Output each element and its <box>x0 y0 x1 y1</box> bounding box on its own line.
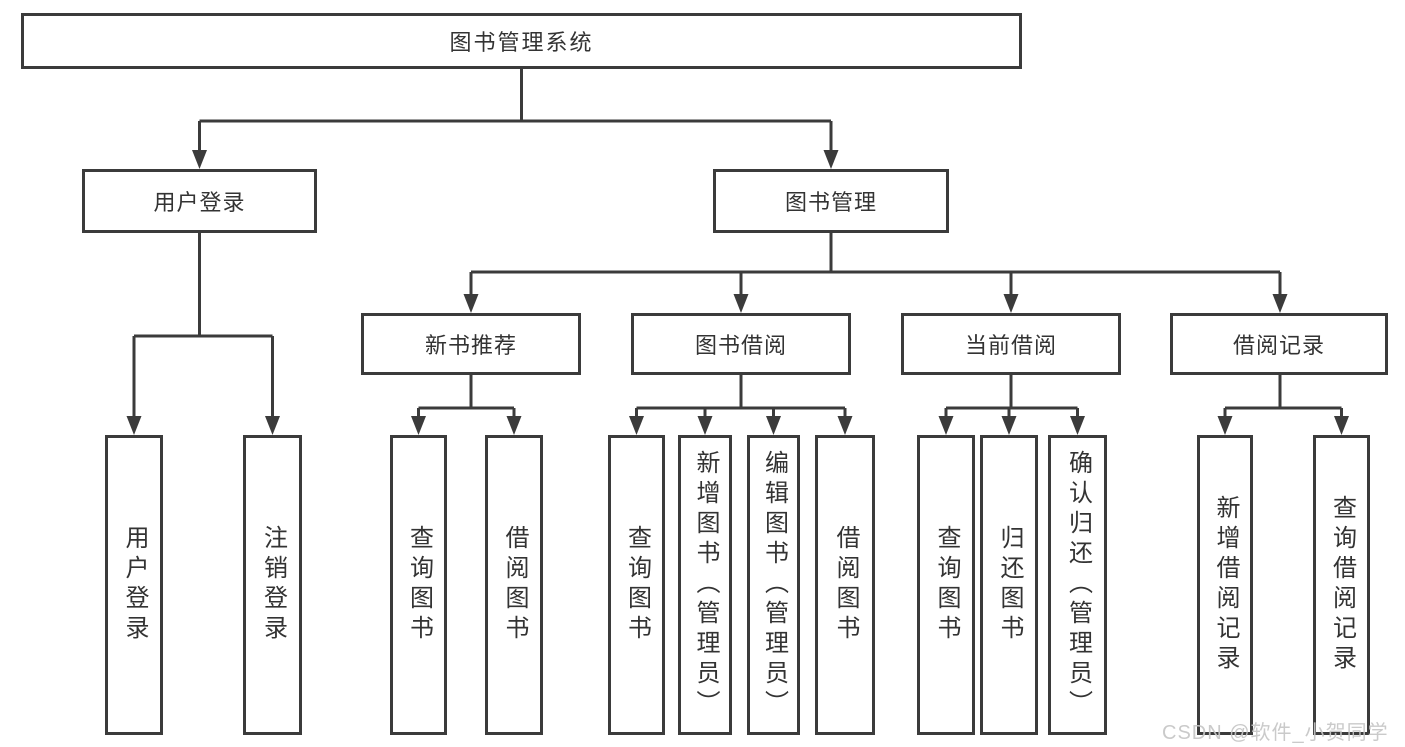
leaf-user-login-label: 用户登录 <box>121 525 148 645</box>
leaf-borrow-edit-books-admin: 编辑图书（管理员） <box>747 435 800 735</box>
node-book-borrow-label: 图书借阅 <box>694 333 787 358</box>
leaf-add-borrow-record-label: 新增借阅记录 <box>1212 495 1239 675</box>
node-new-book-recommend-label: 新书推荐 <box>424 333 517 358</box>
node-current-borrow-label: 当前借阅 <box>964 333 1057 358</box>
leaf-borrow-query-books: 查询图书 <box>608 435 665 735</box>
arrowhead-icons <box>126 150 1349 435</box>
node-borrow-records: 借阅记录 <box>1170 313 1388 375</box>
leaf-add-borrow-record: 新增借阅记录 <box>1197 435 1253 735</box>
leaf-borrow-borrow-books: 借阅图书 <box>815 435 875 735</box>
leaf-recommend-borrow-books: 借阅图书 <box>485 435 543 735</box>
node-new-book-recommend: 新书推荐 <box>361 313 581 375</box>
node-book-management: 图书管理 <box>713 169 949 233</box>
leaf-current-query-books-label: 查询图书 <box>933 525 960 645</box>
leaf-current-query-books: 查询图书 <box>917 435 975 735</box>
leaf-current-return-books: 归还图书 <box>980 435 1038 735</box>
leaf-logout-label: 注销登录 <box>259 525 287 645</box>
leaf-current-confirm-return-admin: 确认归还（管理员） <box>1048 435 1107 735</box>
node-current-borrow: 当前借阅 <box>901 313 1121 375</box>
node-user-login: 用户登录 <box>82 169 317 233</box>
node-book-management-label: 图书管理 <box>784 190 877 215</box>
leaf-borrow-add-books-admin-label: 新增图书（管理员） <box>692 450 719 720</box>
leaf-borrow-add-books-admin: 新增图书（管理员） <box>678 435 732 735</box>
leaf-logout: 注销登录 <box>243 435 302 735</box>
leaf-query-borrow-record: 查询借阅记录 <box>1313 435 1370 735</box>
leaf-recommend-query-books: 查询图书 <box>390 435 447 735</box>
leaf-recommend-query-books-label: 查询图书 <box>405 525 433 645</box>
node-borrow-records-label: 借阅记录 <box>1232 333 1325 358</box>
leaf-current-confirm-return-admin-label: 确认归还（管理员） <box>1064 450 1092 720</box>
node-book-borrow: 图书借阅 <box>631 313 851 375</box>
leaf-query-borrow-record-label: 查询借阅记录 <box>1328 495 1356 675</box>
node-user-login-label: 用户登录 <box>153 190 246 215</box>
leaf-user-login: 用户登录 <box>105 435 163 735</box>
leaf-borrow-borrow-books-label: 借阅图书 <box>832 525 859 645</box>
leaf-borrow-query-books-label: 查询图书 <box>623 525 651 645</box>
watermark: CSDN @软件_小贺同学 <box>1162 722 1389 744</box>
node-root-system: 图书管理系统 <box>21 13 1022 69</box>
node-root-label: 图书管理系统 <box>449 30 594 55</box>
leaf-current-return-books-label: 归还图书 <box>996 525 1023 645</box>
leaf-recommend-borrow-books-label: 借阅图书 <box>501 525 528 645</box>
leaf-borrow-edit-books-admin-label: 编辑图书（管理员） <box>760 450 788 720</box>
